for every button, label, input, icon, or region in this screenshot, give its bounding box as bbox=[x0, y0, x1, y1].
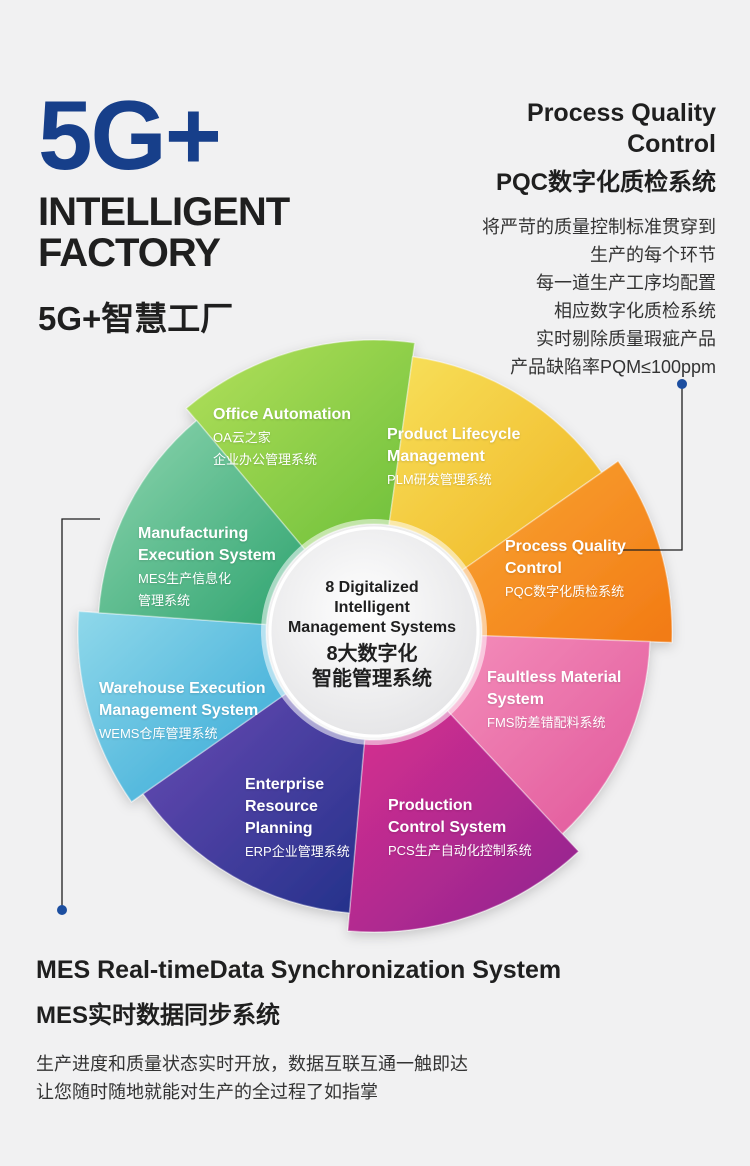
center-title-cn: 8大数字化 智能管理系统 bbox=[262, 642, 482, 692]
seg-en-line: Resource bbox=[245, 798, 318, 815]
seg-en-line: Process Quality bbox=[505, 538, 626, 555]
title-chinese: 5G+智慧工厂 bbox=[38, 300, 234, 337]
mes-connector-line bbox=[61, 518, 100, 910]
center-title-en: 8 Digitalized Intelligent Management Sys… bbox=[262, 578, 482, 638]
center-cn-line: 智能管理系统 bbox=[312, 668, 432, 690]
seg-en-line: Faultless Material bbox=[487, 669, 622, 686]
pqc-desc-line: 每一道生产工序均配置 bbox=[536, 273, 716, 293]
seg-cn-line: 企业办公管理系统 bbox=[213, 452, 318, 467]
seg-en-line: Production bbox=[388, 797, 473, 814]
center-label: 8 Digitalized Intelligent Management Sys… bbox=[262, 578, 482, 692]
seg-en-line: System bbox=[487, 691, 544, 708]
pqc-connector-line bbox=[622, 384, 683, 551]
seg-cn-line: OA云之家 bbox=[213, 430, 271, 445]
pqc-title-en-line2: Control bbox=[627, 130, 716, 158]
mes-description: 生产进度和质量状态实时开放，数据互联互通一触即达 让您随时随地就能对生产的全过程… bbox=[36, 1050, 561, 1106]
center-cn-line: 8大数字化 bbox=[326, 643, 418, 665]
seg-cn-line: PQC数字化质检系统 bbox=[505, 584, 625, 599]
seg-en-line: Control System bbox=[388, 819, 507, 836]
title-english: INTELLIGENT FACTORY bbox=[38, 190, 290, 275]
seg-en-line: Warehouse Execution bbox=[99, 680, 266, 697]
seg-en-line: Management bbox=[387, 448, 485, 465]
mes-connector-dot bbox=[57, 905, 67, 915]
pqc-title-en: Process Quality Control bbox=[482, 98, 716, 160]
seg-en-line: Enterprise bbox=[245, 776, 325, 793]
seg-cn-line: MES生产信息化 bbox=[138, 571, 232, 586]
pqc-description: 将严苛的质量控制标准贯穿到 生产的每个环节 每一道生产工序均配置 相应数字化质检… bbox=[482, 213, 716, 381]
seg-en-line: Planning bbox=[245, 820, 313, 837]
seg-cn-line: PCS生产自动化控制系统 bbox=[388, 843, 532, 858]
pqc-title-cn: PQC数字化质检系统 bbox=[495, 169, 716, 196]
center-en-line: Management Systems bbox=[287, 619, 457, 636]
seg-cn-line: PLM研发管理系统 bbox=[387, 472, 492, 487]
seg-cn-line: WEMS仓库管理系统 bbox=[99, 726, 218, 741]
pqc-desc-line: 实时剔除质量瑕疵产品 bbox=[536, 329, 716, 349]
seg-en-line: Product Lifecycle bbox=[387, 426, 521, 443]
seg-en-line: Manufacturing bbox=[138, 525, 249, 542]
mes-desc-line: 让您随时随地就能对生产的全过程了如指掌 bbox=[36, 1082, 378, 1102]
title-en-line2: FACTORY bbox=[38, 231, 221, 275]
pqc-connector-dot bbox=[677, 379, 687, 389]
title-5g: 5G+ bbox=[38, 80, 222, 190]
seg-cn-line: ERP企业管理系统 bbox=[245, 844, 350, 859]
seg-en-line: Execution System bbox=[138, 547, 276, 564]
mes-title-en: MES Real-timeData Synchronization System bbox=[36, 956, 562, 984]
seg-cn-line: 管理系统 bbox=[138, 593, 191, 608]
seg-en-line: Office Automation bbox=[213, 406, 352, 423]
center-en-line: Intelligent bbox=[334, 599, 410, 616]
center-circle bbox=[268, 526, 480, 738]
mes-desc-line: 生产进度和质量状态实时开放，数据互联互通一触即达 bbox=[36, 1054, 468, 1074]
pqc-desc-line: 相应数字化质检系统 bbox=[554, 301, 716, 321]
seg-en-line: Control bbox=[505, 560, 562, 577]
pqc-info-block: Process Quality Control PQC数字化质检系统 将严苛的质… bbox=[482, 98, 716, 381]
segment-office-automation: Office Automation OA云之家企业办公管理系统 bbox=[213, 404, 351, 471]
seg-cn-line: FMS防差错配料系统 bbox=[487, 715, 606, 730]
mes-info-block: MES Real-timeData Synchronization System… bbox=[36, 956, 561, 1106]
center-en-line: 8 Digitalized bbox=[325, 579, 419, 596]
pqc-desc-line: 生产的每个环节 bbox=[590, 245, 716, 265]
pqc-desc-line: 产品缺陷率PQM≤100ppm bbox=[510, 357, 716, 377]
title-en-line1: INTELLIGENT bbox=[38, 190, 290, 234]
seg-en-line: Management System bbox=[99, 702, 259, 719]
pqc-desc-line: 将严苛的质量控制标准贯穿到 bbox=[482, 217, 716, 237]
mes-title-cn: MES实时数据同步系统 bbox=[36, 1002, 281, 1029]
pqc-title-en-line1: Process Quality bbox=[527, 99, 716, 127]
